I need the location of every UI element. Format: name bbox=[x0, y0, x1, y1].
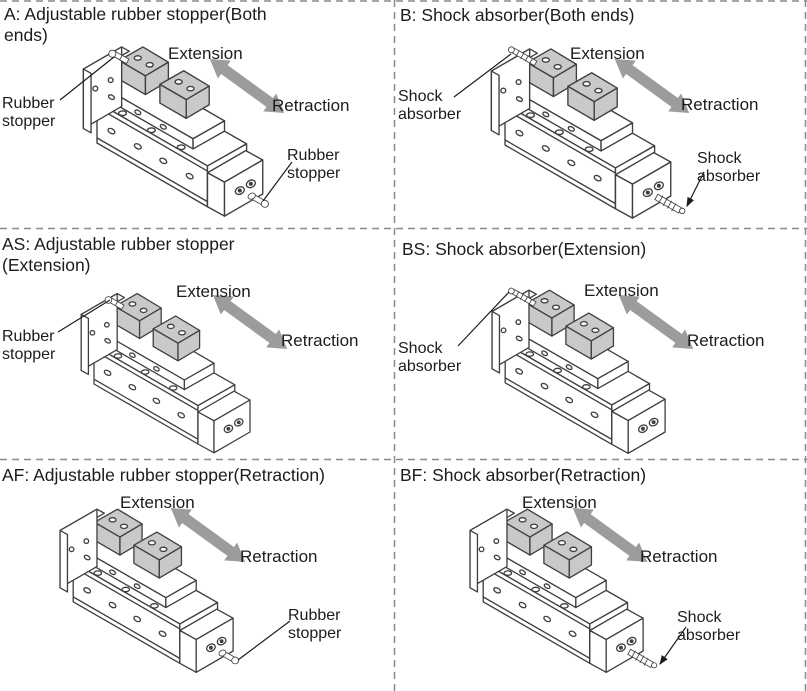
shock-absorber-callout: Shock absorber bbox=[398, 340, 462, 375]
slide-cylinder-BF bbox=[469, 508, 658, 673]
leader-line bbox=[686, 171, 705, 208]
illustration-BS bbox=[457, 286, 700, 454]
retraction-label: Retraction bbox=[281, 331, 359, 350]
leader-line bbox=[237, 620, 291, 661]
extension-label: Extension bbox=[176, 282, 251, 301]
illustration-A bbox=[59, 46, 293, 217]
option-cell-BF: BF: Shock absorber(Retraction) Extension… bbox=[394, 459, 807, 691]
retraction-label: Retraction bbox=[240, 547, 318, 566]
retraction-label: Retraction bbox=[681, 95, 759, 114]
retraction-label: Retraction bbox=[640, 547, 718, 566]
slide-cylinder-A bbox=[82, 46, 269, 217]
leader-line bbox=[57, 299, 111, 333]
retraction-label: Retraction bbox=[687, 331, 765, 350]
option-title-AF: AF: Adjustable rubber stopper(Retraction… bbox=[2, 465, 325, 485]
retraction-label: Retraction bbox=[272, 96, 350, 115]
option-cell-B: B: Shock absorber(Both ends) Extension R… bbox=[394, 0, 807, 228]
illustration-AF bbox=[59, 499, 291, 673]
option-cell-A: A: Adjustable rubber stopper(Both ends) … bbox=[0, 0, 394, 228]
leader-line bbox=[659, 626, 687, 665]
extension-label: Extension bbox=[570, 44, 645, 63]
option-title-BF: BF: Shock absorber(Retraction) bbox=[400, 465, 647, 485]
leader-line bbox=[457, 291, 510, 347]
shock-absorber-callout: Shock absorber bbox=[398, 88, 462, 123]
rubber-stopper-callout: Rubber stopper bbox=[2, 328, 56, 363]
option-cell-BS: BS: Shock absorber(Extension) Extension … bbox=[394, 228, 807, 459]
slide-cylinder-B bbox=[490, 46, 686, 219]
slide-cylinder-AS bbox=[80, 292, 251, 454]
option-title-BS: BS: Shock absorber(Extension) bbox=[402, 239, 647, 259]
extension-label: Extension bbox=[120, 493, 195, 512]
leader-line bbox=[453, 53, 512, 98]
leader-line bbox=[262, 161, 293, 202]
option-cell-AS: AS: Adjustable rubber stopper (Extension… bbox=[0, 228, 394, 459]
extension-label: Extension bbox=[522, 493, 597, 512]
rubber-stopper-callout: Rubber stopper bbox=[287, 147, 341, 182]
extension-label: Extension bbox=[168, 44, 243, 63]
rubber-stopper-callout: Rubber stopper bbox=[288, 607, 342, 642]
leader-line bbox=[59, 56, 115, 101]
option-title-B: B: Shock absorber(Both ends) bbox=[400, 5, 635, 25]
option-cell-AF: AF: Adjustable rubber stopper(Retraction… bbox=[0, 459, 394, 691]
option-title-AS: AS: Adjustable rubber stopper (Extension… bbox=[2, 234, 235, 276]
illustration-AS bbox=[57, 286, 294, 454]
shock-absorber-callout: Shock absorber bbox=[697, 150, 761, 185]
option-title-A: A: Adjustable rubber stopper(Both ends) bbox=[4, 4, 267, 46]
illustration-BF bbox=[469, 499, 687, 673]
illustration-B bbox=[453, 46, 705, 219]
extension-label: Extension bbox=[584, 281, 659, 300]
rubber-stopper-callout: Rubber stopper bbox=[2, 95, 56, 130]
shock-absorber-callout: Shock absorber bbox=[677, 609, 741, 644]
